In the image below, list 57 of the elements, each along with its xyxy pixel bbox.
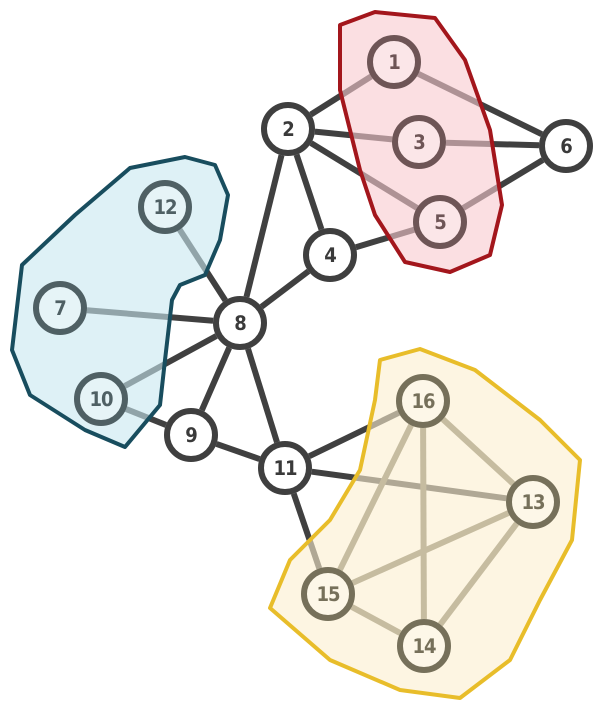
connector-line: [124, 406, 168, 428]
node-circle: [74, 372, 128, 426]
connector-line: [199, 346, 232, 412]
connector-line: [355, 226, 415, 250]
node-label: 7: [54, 296, 66, 320]
connector-line: [416, 71, 544, 137]
node-label: 3: [413, 130, 425, 154]
node-label: 9: [185, 423, 197, 447]
connector-line: [309, 74, 373, 118]
connector-line: [440, 417, 516, 486]
connector-line: [260, 268, 310, 310]
connector-line: [311, 468, 507, 502]
connector-line: [309, 140, 419, 210]
connector-line: [294, 154, 324, 230]
node-label: 11: [273, 456, 297, 480]
node-circle: [138, 180, 192, 234]
node-label: 2: [282, 117, 294, 141]
node-circle: [367, 35, 421, 89]
node-circle: [397, 619, 451, 673]
connector-line: [337, 424, 414, 572]
node-label: 4: [324, 243, 336, 267]
node-label: 6: [560, 134, 572, 158]
node-circle: [396, 374, 450, 428]
node-label: 12: [153, 195, 177, 219]
node-circle: [301, 567, 355, 621]
node-circle: [213, 296, 267, 350]
node-label: 5: [434, 210, 446, 234]
node-label: 13: [521, 490, 545, 514]
node-circle: [392, 115, 446, 169]
connector-line: [177, 228, 228, 302]
connector-line: [244, 154, 284, 298]
node-circle: [33, 281, 87, 335]
node-label: 16: [411, 389, 435, 413]
connector-line: [86, 307, 214, 324]
node-circle: [413, 195, 467, 249]
node-circle: [303, 228, 357, 282]
node-label: 14: [412, 634, 436, 658]
node-circle: [539, 119, 593, 173]
connector-line: [308, 410, 400, 459]
connector-line: [462, 157, 544, 211]
connector-line: [245, 348, 280, 444]
node-circle: [261, 102, 315, 156]
node-label: 10: [89, 387, 113, 411]
connector-line: [123, 333, 218, 389]
connector-line: [446, 140, 540, 148]
connector-line: [351, 510, 510, 586]
node-label: 15: [316, 582, 340, 606]
node-circle: [164, 408, 218, 462]
node-circle: [506, 475, 560, 529]
connector-line: [215, 441, 261, 462]
connector-line: [420, 428, 427, 620]
connector-line: [350, 604, 402, 636]
connector-line: [314, 128, 392, 142]
node-label: 8: [234, 311, 246, 335]
node-circle: [258, 441, 312, 495]
node-label: 1: [388, 50, 400, 74]
connector-line: [438, 522, 520, 626]
